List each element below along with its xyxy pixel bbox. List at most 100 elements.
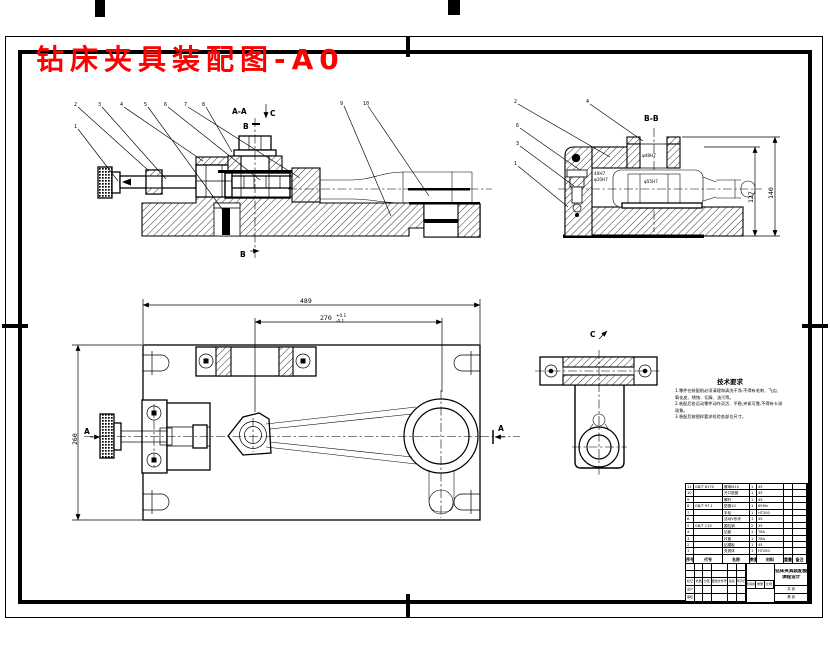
tech-requirements: 技术要求 1.零件在装配前必须清理和清洗干净,不得有毛刺、飞边、氧化皮、锈蚀、切… (675, 376, 785, 421)
sheet-count: 共 张 (775, 586, 808, 594)
bom-cell: 夹具体 (723, 548, 750, 555)
tech-requirement-item: 1.零件在装配前必须清理和清洗干净,不得有毛刺、飞边、氧化皮、锈蚀、切屑、油污等… (675, 388, 781, 400)
title-block-grid-cell (711, 571, 728, 578)
title-block-grid-cell (736, 564, 746, 571)
title-block-right: 钻床夹具装配图 课程设计 共 张 第 张 (775, 564, 808, 602)
bom-cell (784, 509, 793, 517)
title-block-grid-row: 标记处数分区更改文件号签名年月日 (686, 578, 746, 586)
bom-cell (793, 522, 807, 530)
bom-cell: 手轮 (723, 509, 750, 517)
bom-cell: 8 (686, 503, 694, 510)
title-block-drawing-name: 钻床夹具装配图 (775, 568, 808, 574)
bom-cell (784, 496, 793, 504)
bb-view-leaders: 2 6 3 1 4 (514, 99, 644, 208)
bom-cell: 1 (686, 548, 694, 555)
view-mark-c: C (270, 109, 276, 118)
plan-view: 489 270 +0.1 -0.1 260 A A (71, 297, 520, 521)
bom-cell: T8A (757, 529, 784, 536)
section-bb-view: φ48H7 φ55H7 40H7 φ10H7 127 140 B-B 2 6 3 (514, 99, 780, 238)
svg-text:8: 8 (202, 102, 205, 108)
bom-cell: 7 (686, 509, 694, 517)
bom-header-cell: 代号 (694, 554, 723, 564)
title-block-grid-row (686, 571, 746, 578)
title-block-grid-cell: 设计 (686, 586, 696, 594)
sheet-frame (2, 0, 828, 618)
bom-cell (694, 529, 723, 536)
bom-cell: 圆柱销 (723, 522, 750, 530)
bom-cell (793, 490, 807, 497)
centering-mark-top (406, 36, 410, 57)
centering-mark-bottom (406, 594, 410, 618)
bom-cell: 10 (686, 490, 694, 497)
title-block-grid-cell: 标记 (686, 578, 696, 586)
title-block-grid-cell (727, 586, 737, 594)
bom-cell: 45 (757, 490, 784, 497)
bom-cell: 6 (686, 516, 694, 523)
bom-cell (784, 516, 793, 523)
bom-cell (793, 529, 807, 536)
bom-cell (694, 516, 723, 523)
title-block-grid-cell (686, 571, 696, 578)
bom-header-cell: 序号 (686, 554, 694, 564)
svg-text:4: 4 (586, 99, 589, 105)
bom-cell: 2 (750, 522, 757, 530)
svg-text:3: 3 (98, 102, 101, 108)
bom-cell: 4 (686, 529, 694, 536)
svg-text:3: 3 (516, 141, 519, 147)
dim-140: 140 (767, 187, 775, 199)
bom-cell: 11 (686, 484, 694, 491)
bom-header-cell: 名称 (723, 554, 750, 564)
bom-cell (694, 541, 723, 549)
view-label-c: C (590, 330, 596, 339)
bom-cell (694, 535, 723, 542)
bom-cell (793, 548, 807, 555)
bom-cell: 1 (750, 503, 757, 510)
bom-cell (694, 509, 723, 517)
bom-cell (793, 496, 807, 504)
tech-requirement-item: 2.装配后各运动零件动作灵活、平稳,夹紧可靠,不得有卡滞现象。 (675, 401, 783, 413)
fold-mark (448, 0, 460, 15)
bom-header-cell: 重量 (784, 554, 793, 564)
title-block-grid-row: 设计 (686, 586, 746, 594)
dim-489: 489 (300, 297, 312, 305)
bom-cell: 衬套 (723, 535, 750, 542)
title-block-grid-cell (703, 586, 712, 594)
title-block-grid-cell: 审核 (686, 594, 696, 602)
handwheel-plan (99, 413, 115, 459)
dim-270-tol-up: +0.1 (336, 313, 347, 318)
title-block-grid-cell: 处数 (695, 578, 704, 586)
title-block-grid-cell (727, 594, 737, 602)
sheet-number: 第 张 (775, 594, 808, 602)
title-block-grid-row: 审核 (686, 594, 746, 602)
bom-cell (784, 503, 793, 510)
bom-cell (694, 548, 723, 555)
section-mark-b-bottom: B (240, 250, 246, 259)
bom-cell: 1 (750, 509, 757, 517)
bom-cell: 1 (750, 548, 757, 555)
tech-requirements-heading: 技术要求 (717, 378, 743, 386)
title-block-grid-cell (727, 564, 737, 571)
label-stage: 阶段标记 (747, 580, 757, 588)
drawing-title: 钻床夹具装配图-A0 (36, 43, 345, 76)
bom-cell: 1 (750, 541, 757, 549)
bom-cell: HT200 (757, 509, 784, 517)
bom-cell (694, 496, 723, 504)
bom-cell: 1 (750, 516, 757, 523)
bom-cell: 钻模板 (723, 541, 750, 549)
bom-cell: 1 (750, 535, 757, 542)
title-block-grid-cell (736, 594, 746, 602)
title-block-grid-cell (686, 564, 696, 571)
svg-text:6: 6 (164, 102, 167, 108)
svg-text:2: 2 (514, 99, 517, 105)
bom-cell: 1 (750, 529, 757, 536)
title-block-grid-cell (711, 564, 728, 571)
title-block-empty-box (747, 564, 775, 581)
handwheel (97, 166, 113, 199)
